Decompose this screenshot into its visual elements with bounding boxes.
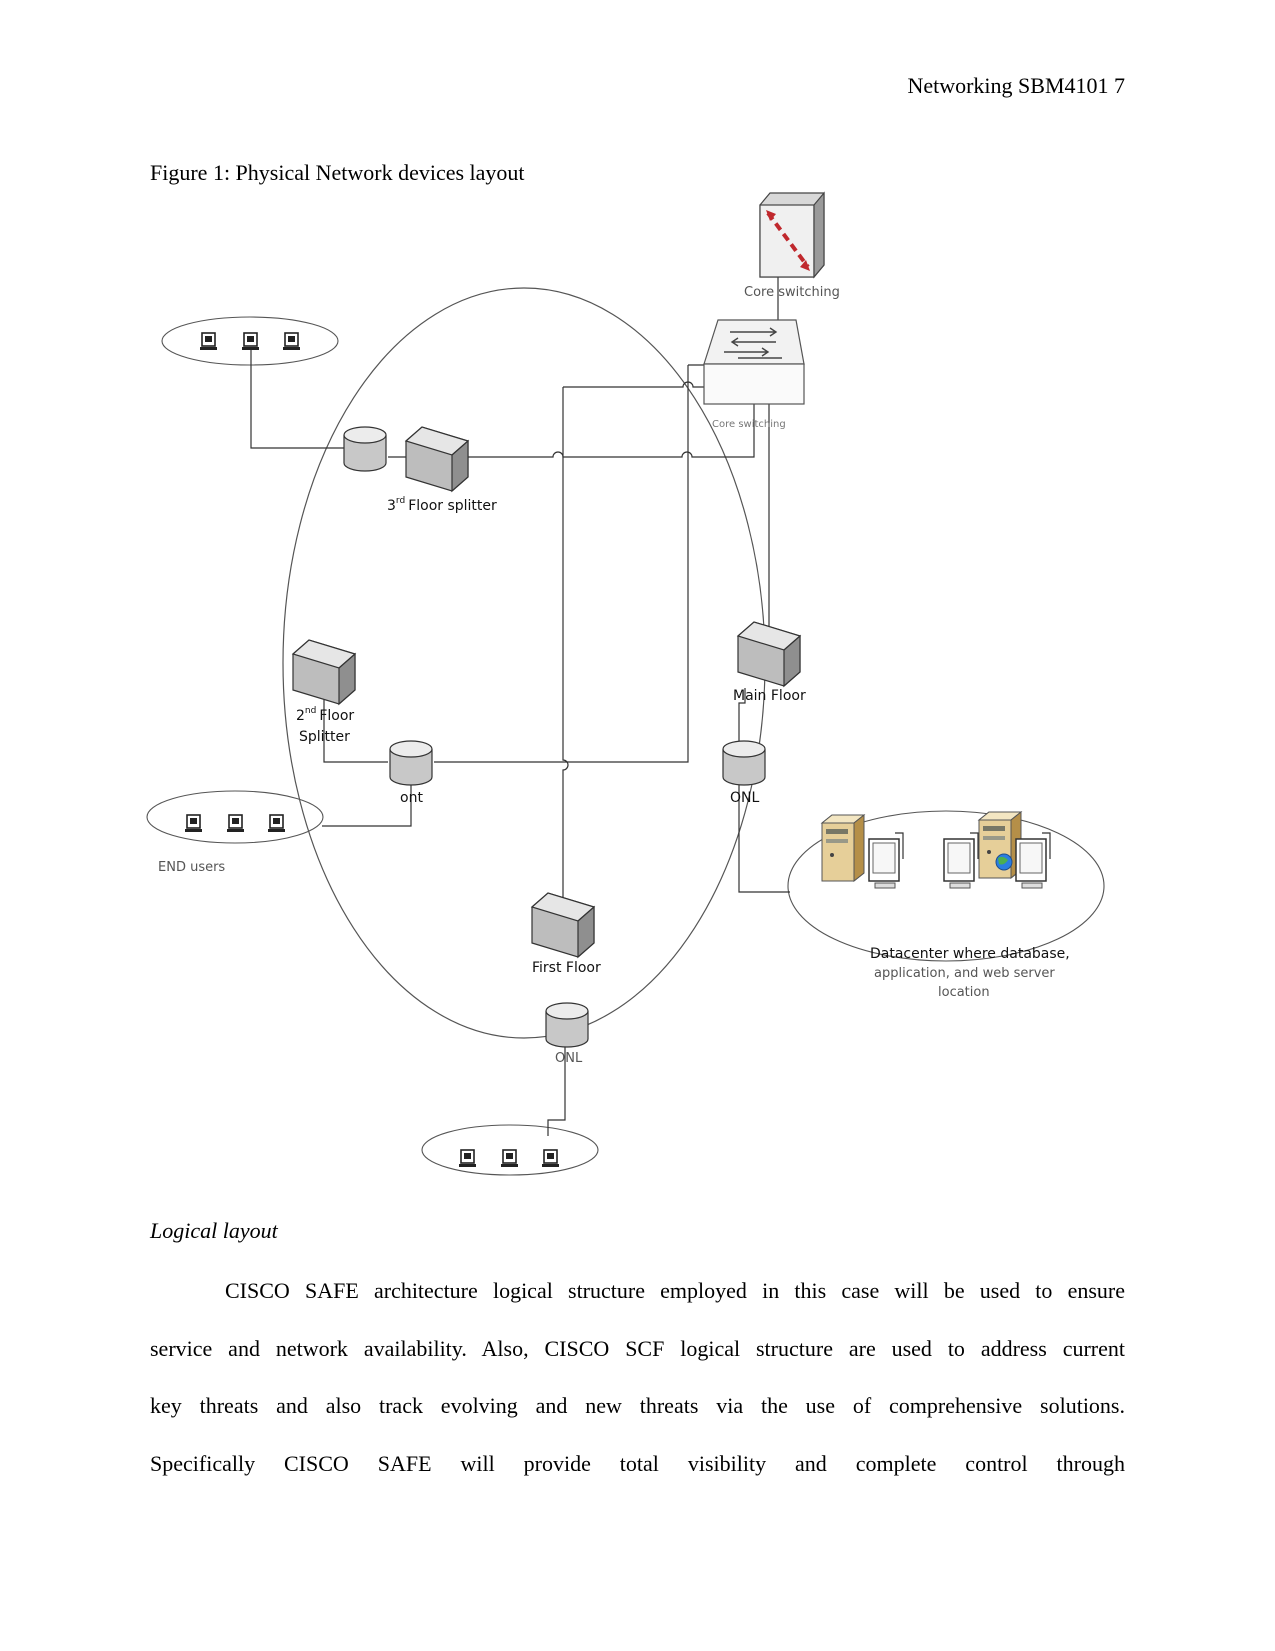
- core-router-icon: [703, 319, 805, 405]
- first-floor-label: First Floor: [532, 960, 601, 976]
- body-paragraph: CISCO SAFE architecture logical structur…: [150, 1262, 1125, 1492]
- building-ellipse: [282, 287, 766, 1039]
- first-floor-switch-icon: [531, 892, 595, 958]
- onl-right-cylinder-icon: [722, 740, 766, 786]
- user-group-left: [146, 790, 324, 844]
- third-floor-cylinder-icon: [343, 426, 387, 472]
- server-icon: [978, 811, 1022, 879]
- ont-cylinder-icon: [389, 740, 433, 786]
- datacenter-label-3: location: [938, 985, 990, 1000]
- core-switching-top-label: Core switching: [744, 285, 840, 300]
- user-group-bottom: [421, 1124, 599, 1176]
- paragraph-line: Specifically CISCO SAFE will provide tot…: [150, 1450, 1125, 1476]
- section-heading: Logical layout: [150, 1218, 278, 1243]
- paragraph-line: service and network availability. Also, …: [150, 1335, 1125, 1361]
- computer-icon: [282, 332, 301, 351]
- main-floor-label: Main Floor: [733, 688, 806, 704]
- computer-icon: [943, 832, 979, 889]
- computer-icon: [500, 1149, 519, 1168]
- core-switch-top-icon: [759, 191, 825, 279]
- core-switching-router-label: Core switching: [712, 419, 786, 430]
- onl-bottom-label: ONL: [555, 1051, 583, 1066]
- globe-icon: [995, 853, 1013, 871]
- end-users-label: END users: [158, 860, 225, 875]
- third-floor-splitter-icon: [405, 426, 469, 492]
- datacenter-label-1: Datacenter where database,: [870, 946, 1070, 962]
- onl-bottom-cylinder-icon: [545, 1002, 589, 1048]
- computer-icon: [541, 1149, 560, 1168]
- running-head: Networking SBM4101 7: [907, 73, 1125, 98]
- computer-icon: [458, 1149, 477, 1168]
- paragraph-line: key threats and also track evolving and …: [150, 1393, 1125, 1418]
- second-floor-splitter-label-2: Splitter: [299, 729, 350, 745]
- second-floor-splitter-icon: [292, 639, 356, 705]
- computer-icon: [241, 332, 260, 351]
- computer-icon: [199, 332, 218, 351]
- paragraph-line: CISCO SAFE architecture logical structur…: [225, 1278, 1125, 1303]
- computer-icon: [868, 832, 904, 889]
- datacenter-ellipse: [787, 810, 1105, 962]
- computer-icon: [267, 814, 286, 833]
- datacenter-label-2: application, and web server: [874, 966, 1055, 981]
- main-floor-switch-icon: [737, 621, 801, 687]
- figure-caption: Figure 1: Physical Network devices layou…: [150, 160, 525, 185]
- computer-icon: [226, 814, 245, 833]
- ont-label: ont: [400, 790, 423, 806]
- onl-right-label: ONL: [730, 790, 759, 806]
- user-group-top-left: [161, 316, 339, 366]
- server-icon: [821, 814, 865, 882]
- computer-icon: [184, 814, 203, 833]
- computer-icon: [1015, 832, 1051, 889]
